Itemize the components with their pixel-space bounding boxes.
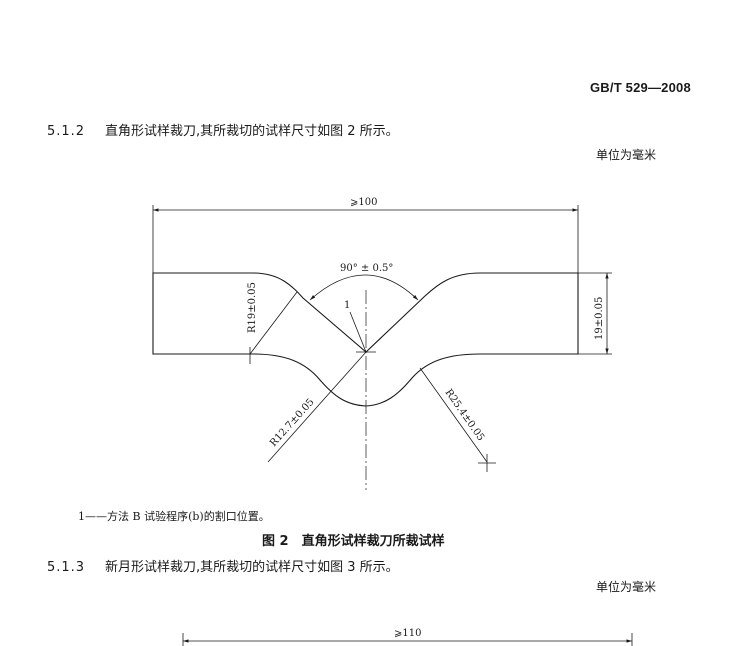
figure-legend: 1——方法 B 试验程序(b)的割口位置。 xyxy=(78,510,270,523)
standard-code: GB/T 529—2008 xyxy=(590,80,691,95)
radius-bottom-label: R12.7±0.05 xyxy=(268,397,317,449)
callout-1-label: 1 xyxy=(344,300,350,311)
figure-3-length-label: ⩾110 xyxy=(394,628,421,639)
section-number: 5.1.3 xyxy=(47,560,86,575)
radius-left-label: R19±0.05 xyxy=(247,282,258,333)
unit-note: 单位为毫米 xyxy=(596,148,657,162)
radius-bottom-leader xyxy=(267,351,367,463)
section-text: 直角形试样裁刀,其所裁切的试样尺寸如图 2 所示。 xyxy=(105,124,399,139)
section-5-1-2: 5.1.2 直角形试样裁刀,其所裁切的试样尺寸如图 2 所示。 xyxy=(47,120,399,139)
overall-length-label: ⩾100 xyxy=(350,197,377,208)
callout-leader xyxy=(349,311,367,353)
specimen-outline xyxy=(152,272,579,407)
height-label: 19±0.05 xyxy=(594,297,605,340)
section-text: 新月形试样裁刀,其所裁切的试样尺寸如图 3 所示。 xyxy=(105,560,399,575)
angle-label: 90° ± 0.5° xyxy=(340,263,393,274)
section-5-1-3: 5.1.3 新月形试样裁刀,其所裁切的试样尺寸如图 3 所示。 xyxy=(47,556,399,575)
figure-caption: 图 2 直角形试样裁刀所裁试样 xyxy=(262,534,445,549)
radius-right-leader xyxy=(419,367,488,463)
radius-right-label: R25.4±0.05 xyxy=(443,387,487,443)
section-number: 5.1.2 xyxy=(47,124,86,139)
unit-note-2: 单位为毫米 xyxy=(596,580,657,594)
angle-arc xyxy=(309,274,419,301)
